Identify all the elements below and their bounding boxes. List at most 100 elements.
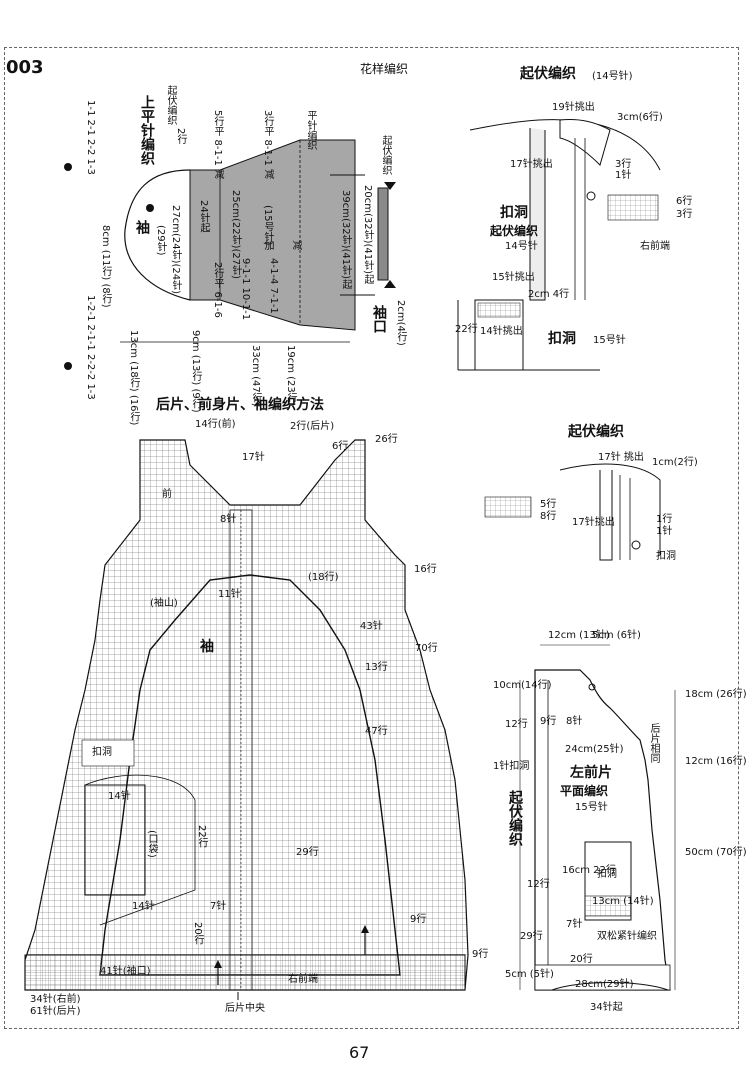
collar-detail [457,119,661,371]
r3-label: 3行 [615,159,632,170]
pattern-title: 花样编织 [360,62,409,76]
r9b-label: 9行 [472,949,489,960]
r29-sch-label: 29行 [520,931,543,942]
s7-label: 7针 [210,901,227,912]
cm13-label: 13cm (18行) (16行) [128,330,139,426]
s8-label: 8针 [220,514,237,525]
st34-sch-label: 34针起 [590,1002,623,1013]
rows2-label: 2行 [175,128,186,145]
st29-label: (29针) [155,225,166,256]
plus-label: 加 [262,240,273,250]
r1-label: 1针 [615,170,632,181]
pick19-label: 19针挑出 [552,102,595,113]
s8-sch-label: 8针 [566,716,583,727]
r20-sch-label: 20行 [570,954,593,965]
cm19-label: 19cm (23行) [285,345,296,407]
st24-label: 24针起 [198,200,209,233]
pocket-sch-label: 扣洞 [597,869,617,880]
upper-stockinette-label: 上平针编织 [139,95,155,165]
sleeve-main-label: 袖 [200,639,214,655]
main-chart-title: 后片、前身片、袖编织方法 [156,397,324,413]
rows6-label: 6行 [676,196,693,207]
r1-mr-label: 1行 [656,514,673,525]
front-label: 前 [162,489,172,500]
s9-label: 9行 [540,716,557,727]
page-label: 003 [6,57,44,78]
buttonhole-label: 扣洞 [500,205,528,221]
inc2-label: 3行平 8-1-1 减 [262,110,273,180]
cm10-label: 10cm(14行) [493,680,552,691]
cm3-label: 3cm(6行) [617,112,663,123]
r12b-label: 12行 [527,879,550,890]
s14a-label: 14针 [108,791,131,802]
cm13-sch-label: 13cm (14针) [592,896,654,907]
cm16-label: 16cm 22行 [562,865,616,876]
needle15-sch-label: 15号针 [575,802,608,813]
page-border [4,47,739,1029]
cm18-label: 18cm (26行) [685,689,747,700]
cm12b-label: 12cm (16行) [685,756,747,767]
sleeve-label: 袖 [134,220,150,234]
sleeve-schematic [64,139,396,370]
left-front-schematic [519,644,676,991]
cm1-label: 1cm(2行) [652,457,698,468]
raised-knit-label-2: 起伏编织 [380,135,391,175]
seq1-label: 1-1 2-1 2-2 1-3 [85,100,96,175]
cm5b-label: 5cm (5针) [505,969,554,980]
r14front-label: 14行(前) [195,419,236,430]
right-front-label: 右前端 [640,241,670,252]
r29-label: 29行 [296,847,319,858]
cm28-label: 28cm(29针) [575,979,634,990]
r20-label: 20行 [192,922,203,945]
minus-label: 减 [290,240,301,250]
buttonhole2-label: 扣洞 [548,331,576,347]
r70-label: 70行 [415,643,438,654]
buttonhole-main-label: 扣洞 [92,747,112,758]
buttonhole-mr-label: 扣洞 [656,551,676,562]
pick17-mr-label: 17针 挑出 [598,452,644,463]
r22-main-label: 22行 [196,825,207,848]
pick17b-label: 17针挑出 [572,517,615,528]
cm8-label: 8cm (11行) (8行) [100,225,111,308]
needle15-label: (15号针) [262,205,273,246]
flat-knit-sch-label: 平面编织 [560,784,609,798]
cm24-label: 24cm(25针) [565,744,624,755]
cuff-label: 袖口 [371,305,387,333]
pocket-label: (口袋) [146,830,157,858]
needle15-tr-label: 15号针 [593,335,626,346]
dec-c-label: 4-1-4 7-1-1 [268,258,279,314]
st34-label: 34针(右前) [30,994,81,1005]
s41-label: 41针(袖口) [100,966,151,977]
cm9-label: 9cm (13行) (9行) [190,330,201,413]
collar-needle: (14号针) [592,71,633,82]
s11-label: 11针 [218,589,241,600]
r26-label: 26行 [375,434,398,445]
r9a-label: 9行 [410,914,427,925]
cm25-label: 25cm(22针)(27针) [230,190,241,280]
r47-label: 47行 [365,726,388,737]
back-same-label: 后片相同 [648,723,659,763]
raised-label: 起伏编织 [490,224,539,238]
cm27-label: 27cm(24针)(24针) [170,205,181,295]
flat-knit-label: 平针编织 [305,110,316,150]
seq2-label: 1-2-1 2-1-1 2-2-2 1-3 [85,295,96,400]
r8-label: 8行 [540,511,557,522]
cm33-label: 33cm (47行) [250,345,261,407]
pick15-label: 15针挑出 [492,272,535,283]
r16-label: 16行 [414,564,437,575]
needle14-label: 14号针 [505,241,538,252]
r1b-mr-label: 1针 [656,526,673,537]
r5-label: 5行 [540,499,557,510]
left-front-label: 左前片 [570,765,612,781]
sleeve-cap-label: (袖山) [150,598,178,609]
cm5-label: 5cm (6针) [592,630,641,641]
cm2-tr-label: 2cm 4行 [528,289,570,300]
cm50-label: 50cm (70行) [685,847,747,858]
collar2-title: 起伏编织 [568,424,624,440]
inc1-label: 5行平 8-1-1 减 [212,110,223,180]
r2back-label: 2行(后片) [290,421,335,432]
s7-sch-label: 7针 [566,919,583,930]
pick14-label: 14针挑出 [480,326,523,337]
r18-label: (18行) [308,572,339,583]
